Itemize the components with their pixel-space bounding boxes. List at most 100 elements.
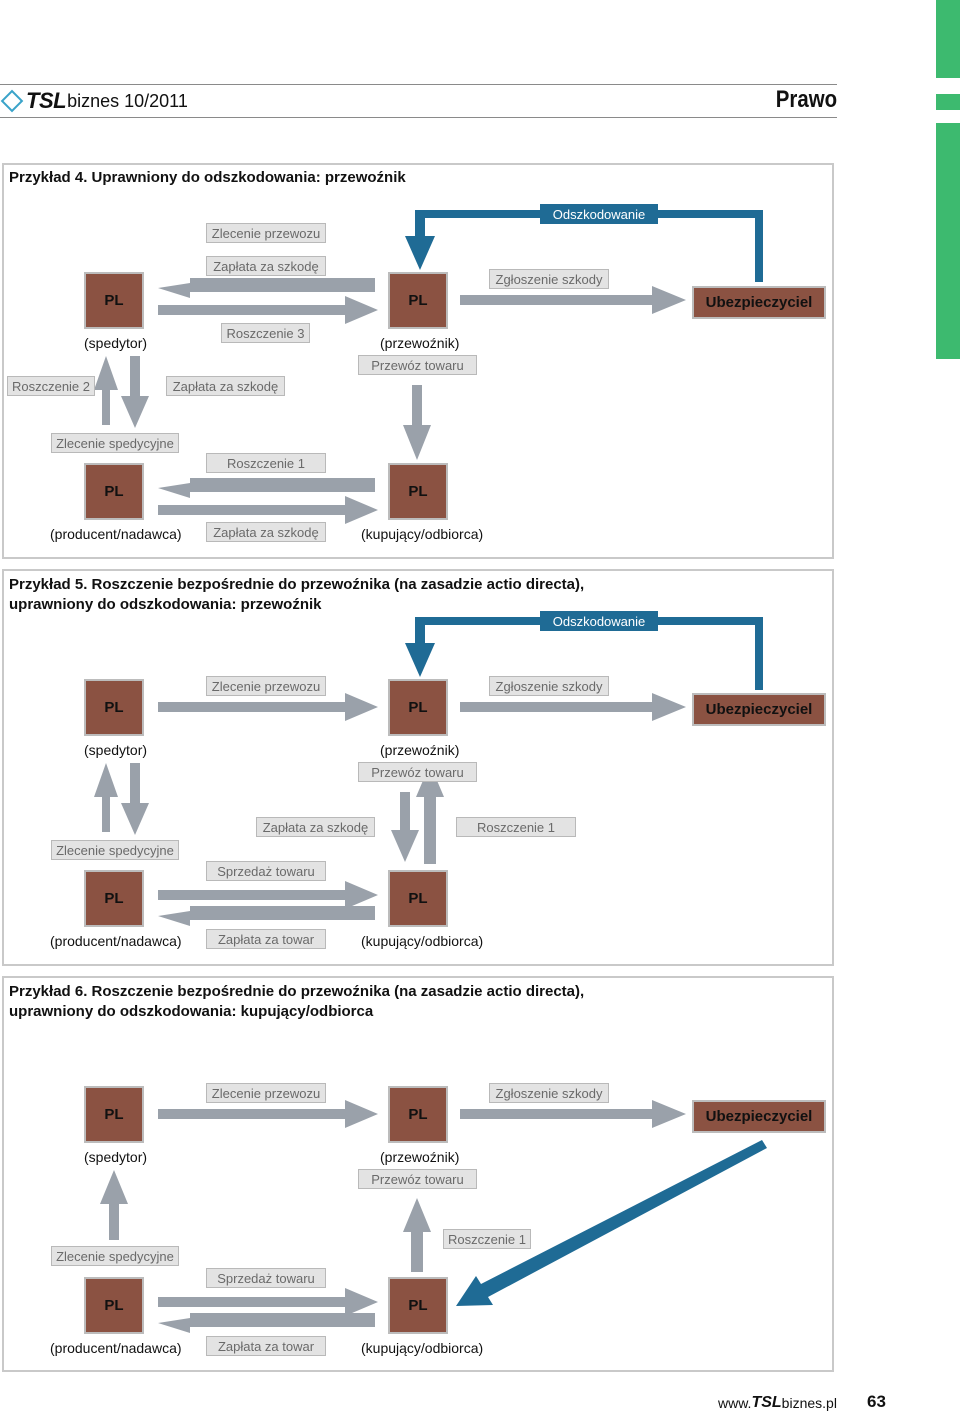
side-tab-green-2 [936,94,960,110]
footer-www: www. [718,1395,752,1411]
ex6-node-kupujacy: PL [388,1277,448,1334]
ex4-node-kupujacy: PL [388,463,448,520]
magazine-logo: TSL biznes 10/2011 [0,88,188,114]
section-title: Prawo [775,86,837,113]
ex5-arrow-down-spedytor [121,763,149,835]
ex5-node-spedytor: PL [84,679,144,736]
ex5-arrow-left-bottom [158,906,375,926]
ex5-role-producent: (producent/nadawca) [50,933,182,949]
header-bottom-rule [0,117,837,118]
ex6-node-producent: PL [84,1277,144,1334]
ex6-role-producent: (producent/nadawca) [50,1340,182,1356]
ex4-arrow-to-insurer [460,286,686,314]
ex5-role-przewoznik: (przewoźnik) [380,742,460,758]
ex6-arrow-right-bottom [158,1288,378,1316]
ex6-label-przewoz: Przewóz towaru [358,1169,477,1189]
ex4-blue-loop [405,210,763,282]
ex6-node-spedytor: PL [84,1086,144,1143]
ex5-arrow-up-carrier [416,764,444,864]
ex5-role-spedytor: (spedytor) [84,742,148,758]
ex4-arrow-right-bottom [158,496,378,524]
header-top-rule [0,84,837,85]
ex5-label-roszczenie-1: Roszczenie 1 [456,817,576,837]
ex5-label-sprzedaz: Sprzedaż towaru [206,861,326,881]
example-5-panel [2,569,834,966]
ex5-arrow-up-spedytor [94,763,118,832]
ex6-role-kupujacy: (kupujący/odbiorca) [361,1340,484,1356]
ex6-label-zgloszenie: Zgłoszenie szkody [489,1083,609,1103]
ex4-node-ubezpieczyciel: Ubezpieczyciel [692,286,826,319]
ex5-arrow-right-bottom [158,881,378,909]
ex4-label-zlecenie-przewozu: Zlecenie przewozu [206,223,326,243]
side-tab-green-1 [936,0,960,78]
example-6-panel [2,976,834,1372]
ex5-arrow-right-top [158,693,378,721]
ex5-blue-loop [405,617,763,690]
side-tab-green-3 [936,123,960,359]
ex4-label-przewoz: Przewóz towaru [358,355,477,375]
ex4-label-roszczenie-2: Roszczenie 2 [7,376,95,396]
ex4-label-zaplata-bottom: Zapłata za szkodę [206,522,326,542]
ex6-arrow-to-insurer [460,1100,686,1128]
ex4-role-kupujacy: (kupujący/odbiorca) [361,526,484,542]
ex5-label-zlecenie-przewozu: Zlecenie przewozu [206,676,326,696]
ex4-label-roszczenie-1: Roszczenie 1 [206,453,326,473]
ex4-node-spedytor: PL [84,272,144,329]
ex6-arrow-up-spedytor [100,1170,128,1240]
ex4-arrow-down-spedytor [121,356,149,428]
ex4-arrow-left-bottom [158,478,375,498]
ex5-label-zaplata-szkoda: Zapłata za szkodę [256,817,375,837]
ex4-arrow-up-spedytor [94,356,118,425]
ex5-node-przewoznik: PL [388,679,448,736]
ex5-node-ubezpieczyciel: Ubezpieczyciel [692,693,826,726]
ex6-label-zlecenie-spedycyjne: Zlecenie spedycyjne [51,1246,179,1266]
ex4-role-przewoznik: (przewoźnik) [380,335,460,351]
ex6-role-przewoznik: (przewoźnik) [380,1149,460,1165]
ex6-blue-diagonal [456,1140,767,1306]
logo-issue: biznes 10/2011 [67,90,188,111]
logo-brand: TSL [26,88,67,113]
ex4-node-producent: PL [84,463,144,520]
ex6-label-zaplata-towar: Zapłata za towar [206,1336,326,1356]
ex4-label-roszczenie-3: Roszczenie 3 [221,323,310,343]
ex4-arrow-left-top [158,278,375,298]
ex4-label-zaplata-top: Zapłata za szkodę [206,256,326,276]
ex5-arrow-to-insurer [460,693,686,721]
ex6-label-roszczenie-1: Roszczenie 1 [443,1229,531,1249]
ex5-title: Przykład 5. Roszczenie bezpośrednie do p… [9,576,585,613]
blue-arrows [405,210,767,1306]
ex5-label-przewoz: Przewóz towaru [358,762,477,782]
ex6-arrow-right-top [158,1100,378,1128]
ex4-label-zgloszenie: Zgłoszenie szkody [489,269,609,289]
ex6-label-zlecenie-przewozu: Zlecenie przewozu [206,1083,326,1103]
ex4-label-zlecenie-spedycyjne: Zlecenie spedycyjne [51,433,179,453]
footer-domain: biznes.pl [781,1395,837,1411]
ex4-label-odszkodowanie: Odszkodowanie [540,204,658,224]
ex5-role-kupujacy: (kupujący/odbiorca) [361,933,484,949]
gray-arrows [94,278,686,1333]
ex5-node-producent: PL [84,870,144,927]
ex6-node-przewoznik: PL [388,1086,448,1143]
ex6-arrow-up-carrier [403,1198,431,1272]
ex5-label-zaplata-towar: Zapłata za towar [206,929,326,949]
ex5-label-zlecenie-spedycyjne: Zlecenie spedycyjne [51,840,179,860]
ex5-arrow-down-carrier [391,792,419,862]
ex4-arrow-right-top [158,296,378,324]
ex5-label-zgloszenie: Zgłoszenie szkody [489,676,609,696]
ex4-role-spedytor: (spedytor) [84,335,148,351]
footer-brand: TSL [751,1394,782,1411]
ex6-role-spedytor: (spedytor) [84,1149,148,1165]
ex4-arrow-down-carrier [403,385,431,460]
ex4-title: Przykład 4. Uprawniony do odszkodowania:… [9,169,406,186]
example-4-panel [2,163,834,559]
ex6-node-ubezpieczyciel: Ubezpieczyciel [692,1100,826,1133]
ex6-label-sprzedaz: Sprzedaż towaru [206,1268,326,1288]
ex5-label-odszkodowanie: Odszkodowanie [540,611,658,631]
ex4-label-zaplata-mid: Zapłata za szkodę [166,376,285,396]
ex4-role-producent: (producent/nadawca) [50,526,182,542]
ex6-arrow-left-bottom [158,1313,375,1333]
ex5-node-kupujacy: PL [388,870,448,927]
ex6-title: Przykład 6. Roszczenie bezpośrednie do p… [9,983,585,1020]
